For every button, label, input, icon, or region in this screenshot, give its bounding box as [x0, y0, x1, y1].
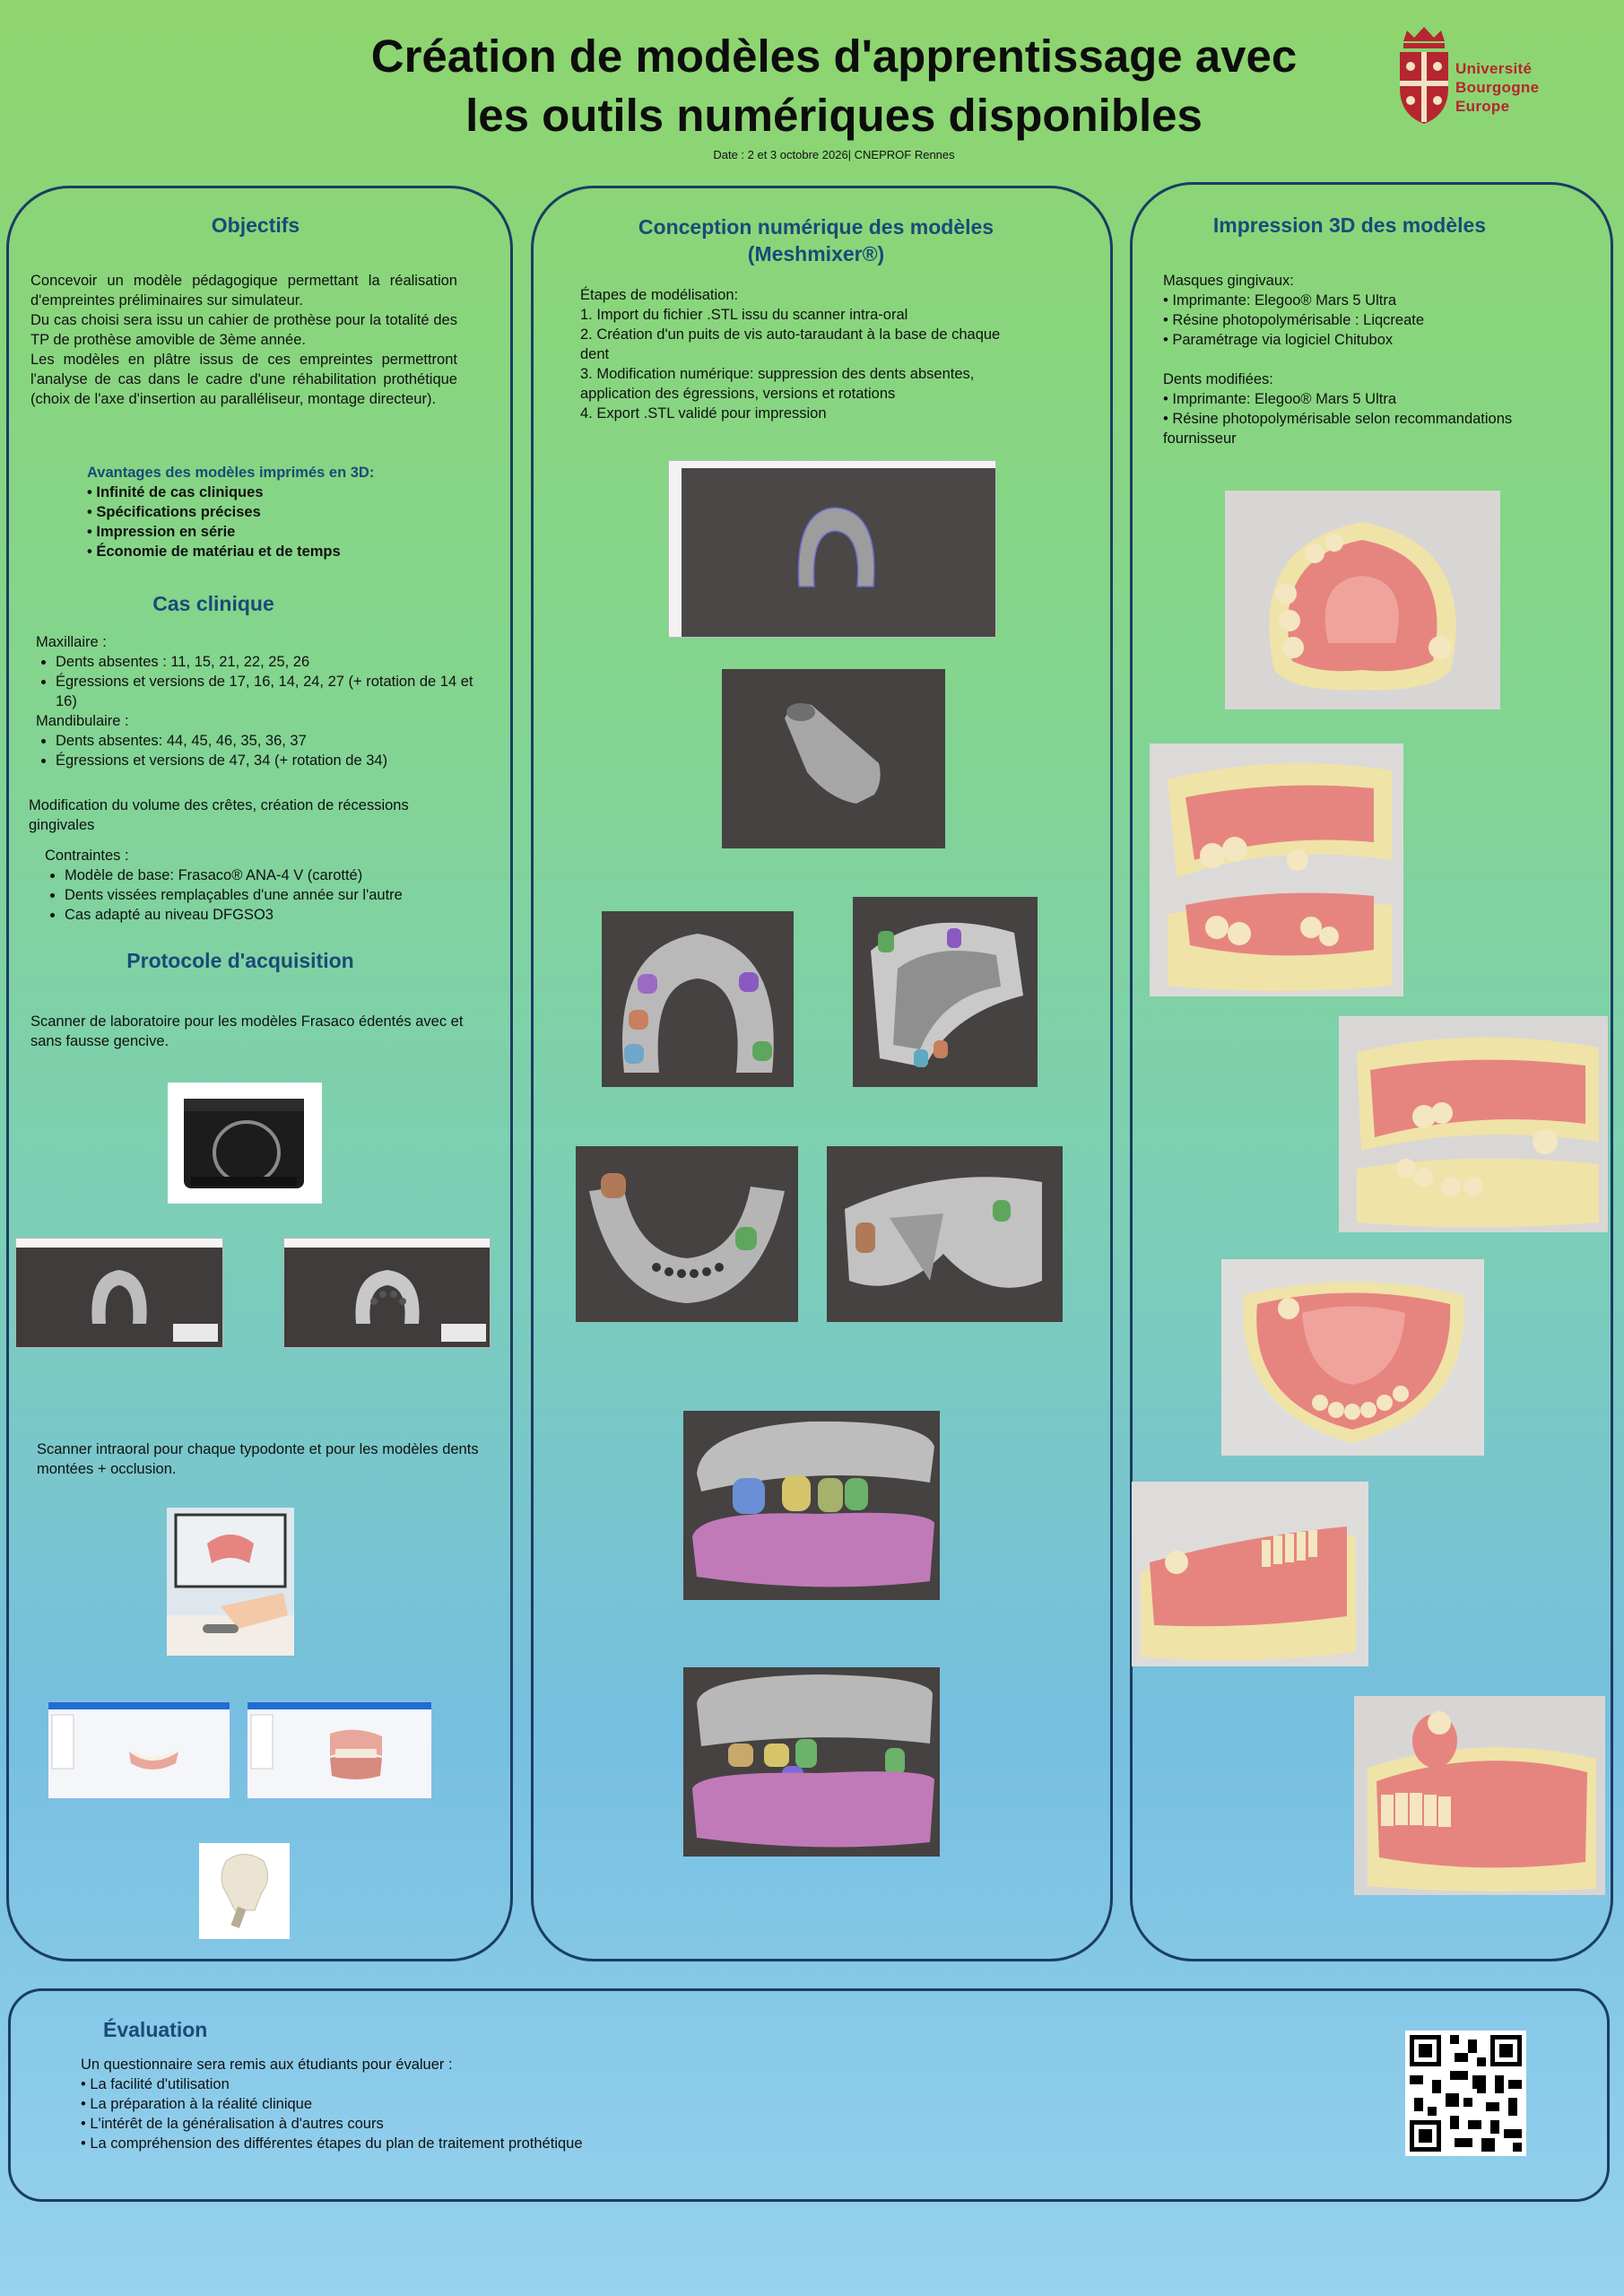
lab-scan-screenshot-1 — [15, 1238, 223, 1348]
dents-item: • Imprimante: Elegoo® Mars 5 Ultra — [1163, 391, 1397, 407]
contrainte-item: Dents vissées remplaçables d'une année s… — [65, 885, 484, 905]
event-date: Date : 2 et 3 octobre 2026| CNEPROF Renn… — [713, 148, 955, 161]
avantages-heading: Avantages des modèles imprimés en 3D: — [87, 465, 375, 481]
objectifs-text: Concevoir un modèle pédagogique permetta… — [30, 273, 457, 407]
occlusion-render-back — [683, 1667, 940, 1857]
evaluation-text: Un questionnaire sera remis aux étudiant… — [81, 2055, 888, 2153]
mandibulaire-item: Dents absentes: 44, 45, 46, 35, 36, 37 — [56, 731, 484, 751]
contrainte-item: Modèle de base: Frasaco® ANA-4 V (carott… — [65, 865, 484, 885]
contraintes-block: Contraintes : Modèle de base: Frasaco® A… — [45, 846, 484, 925]
masque-item: • Résine photopolymérisable : Liqcreate — [1163, 312, 1425, 328]
objectifs-heading: Objectifs — [211, 213, 300, 237]
impression-text: Masques gingivaux: • Imprimante: Elegoo®… — [1163, 271, 1567, 448]
avantage-item: • Infinité de cas cliniques — [87, 484, 264, 500]
dents-item: • Résine photopolymérisable selon recomm… — [1163, 411, 1513, 447]
logo-line-3: Europe — [1455, 98, 1510, 115]
logo-line-2: Bourgogne — [1455, 79, 1540, 96]
evaluation-item: • La compréhension des différentes étape… — [81, 2135, 583, 2152]
masque-item: • Paramétrage via logiciel Chitubox — [1163, 332, 1394, 348]
printed-models-photo-2 — [1150, 744, 1403, 996]
conception-heading: Conception numérique des modèles (Meshmi… — [592, 213, 1040, 267]
evaluation-intro: Un questionnaire sera remis aux étudiant… — [81, 2057, 453, 2073]
scanner-lab-text: Scanner de laboratoire pour les modèles … — [30, 1013, 464, 1049]
etape-item: 3. Modification numérique: suppression d… — [580, 366, 975, 402]
evaluation-item: • L'intérêt de la généralisation à d'aut… — [81, 2116, 384, 2132]
avantage-item: • Impression en série — [87, 524, 236, 540]
masques-label: Masques gingivaux: — [1163, 273, 1294, 289]
evaluation-item: • La facilité d'utilisation — [81, 2076, 230, 2092]
printed-models-photo-3 — [1339, 1016, 1608, 1232]
maxillaire-item: Égressions et versions de 17, 16, 14, 24… — [56, 672, 484, 711]
poster-title: Création de modèles d'apprentissage avec… — [296, 27, 1372, 145]
etapes-block: Étapes de modélisation: 1. Import du fic… — [580, 285, 1029, 423]
etape-item: 4. Export .STL validé pour impression — [580, 405, 827, 422]
mandible-render-occlusal — [576, 1146, 798, 1322]
avantages-block: Avantages des modèles imprimés en 3D: • … — [87, 463, 464, 561]
modification-text: Modification du volume des crêtes, créat… — [29, 797, 409, 833]
logo-line-1: Université — [1455, 60, 1533, 77]
conception-panel — [531, 186, 1113, 1961]
etape-item: 2. Création d'un puits de vis auto-tarau… — [580, 326, 1001, 362]
evaluation-heading: Évaluation — [103, 2018, 208, 2041]
crest-icon — [1400, 27, 1448, 124]
lab-scan-screenshot-2 — [283, 1238, 491, 1348]
etape-item: 1. Import du fichier .STL issu du scanne… — [580, 307, 908, 323]
scanner-intra-text: Scanner intraoral pour chaque typodonte … — [37, 1441, 479, 1477]
protocole-heading: Protocole d'acquisition — [126, 949, 354, 972]
contraintes-label: Contraintes : — [45, 848, 129, 864]
etapes-label: Étapes de modélisation: — [580, 287, 739, 303]
conception-heading-line-2: (Meshmixer®) — [747, 242, 885, 265]
intraoral-scanner-photo — [167, 1508, 294, 1656]
maxilla-render-occlusal — [602, 911, 794, 1087]
lab-scanner-photo — [168, 1083, 322, 1204]
printed-mandible-photo — [1221, 1259, 1484, 1456]
mandibulaire-label: Mandibulaire : — [36, 713, 129, 729]
evaluation-item: • La préparation à la réalité clinique — [81, 2096, 313, 2112]
mandible-render-lateral — [827, 1146, 1063, 1322]
logo-wordmark: Université Bourgogne Europe — [1455, 59, 1539, 116]
mandibulaire-item: Égressions et versions de 47, 34 (+ rota… — [56, 751, 484, 770]
title-line-2: les outils numériques disponibles — [465, 90, 1203, 141]
evaluation-panel — [8, 1988, 1610, 2202]
dents-label: Dents modifiées: — [1163, 371, 1273, 387]
impression-heading: Impression 3D des modèles — [1212, 213, 1487, 237]
title-line-1: Création de modèles d'apprentissage avec — [370, 30, 1298, 82]
printed-maxilla-photo — [1225, 491, 1500, 709]
impression-panel — [1130, 182, 1613, 1961]
printed-mandible-front-photo — [1354, 1696, 1605, 1895]
occlusion-render-front — [683, 1411, 940, 1600]
cas-clinique-heading: Cas clinique — [152, 592, 274, 615]
screw-well-render — [722, 669, 945, 848]
meshmixer-screenshot — [668, 460, 996, 638]
maxillaire-label: Maxillaire : — [36, 634, 107, 650]
maxilla-render-lateral — [853, 897, 1038, 1087]
objectifs-panel — [6, 186, 513, 1961]
avantage-item: • Spécifications précises — [87, 504, 261, 520]
intraoral-software-screenshot-2 — [247, 1701, 432, 1799]
printed-mandible-lateral-photo — [1132, 1482, 1368, 1666]
intraoral-software-screenshot-1 — [48, 1701, 230, 1799]
qr-code[interactable] — [1405, 2031, 1526, 2156]
contrainte-item: Cas adapté au niveau DFGSO3 — [65, 905, 484, 925]
university-logo: Université Bourgogne Europe — [1394, 25, 1574, 128]
cas-clinique-block: Maxillaire : Dents absentes : 11, 15, 21… — [36, 632, 484, 770]
tooth-render — [199, 1843, 290, 1939]
maxillaire-item: Dents absentes : 11, 15, 21, 22, 25, 26 — [56, 652, 484, 672]
conception-heading-line-1: Conception numérique des modèles — [638, 215, 994, 239]
avantage-item: • Économie de matériau et de temps — [87, 544, 341, 560]
masque-item: • Imprimante: Elegoo® Mars 5 Ultra — [1163, 292, 1397, 309]
